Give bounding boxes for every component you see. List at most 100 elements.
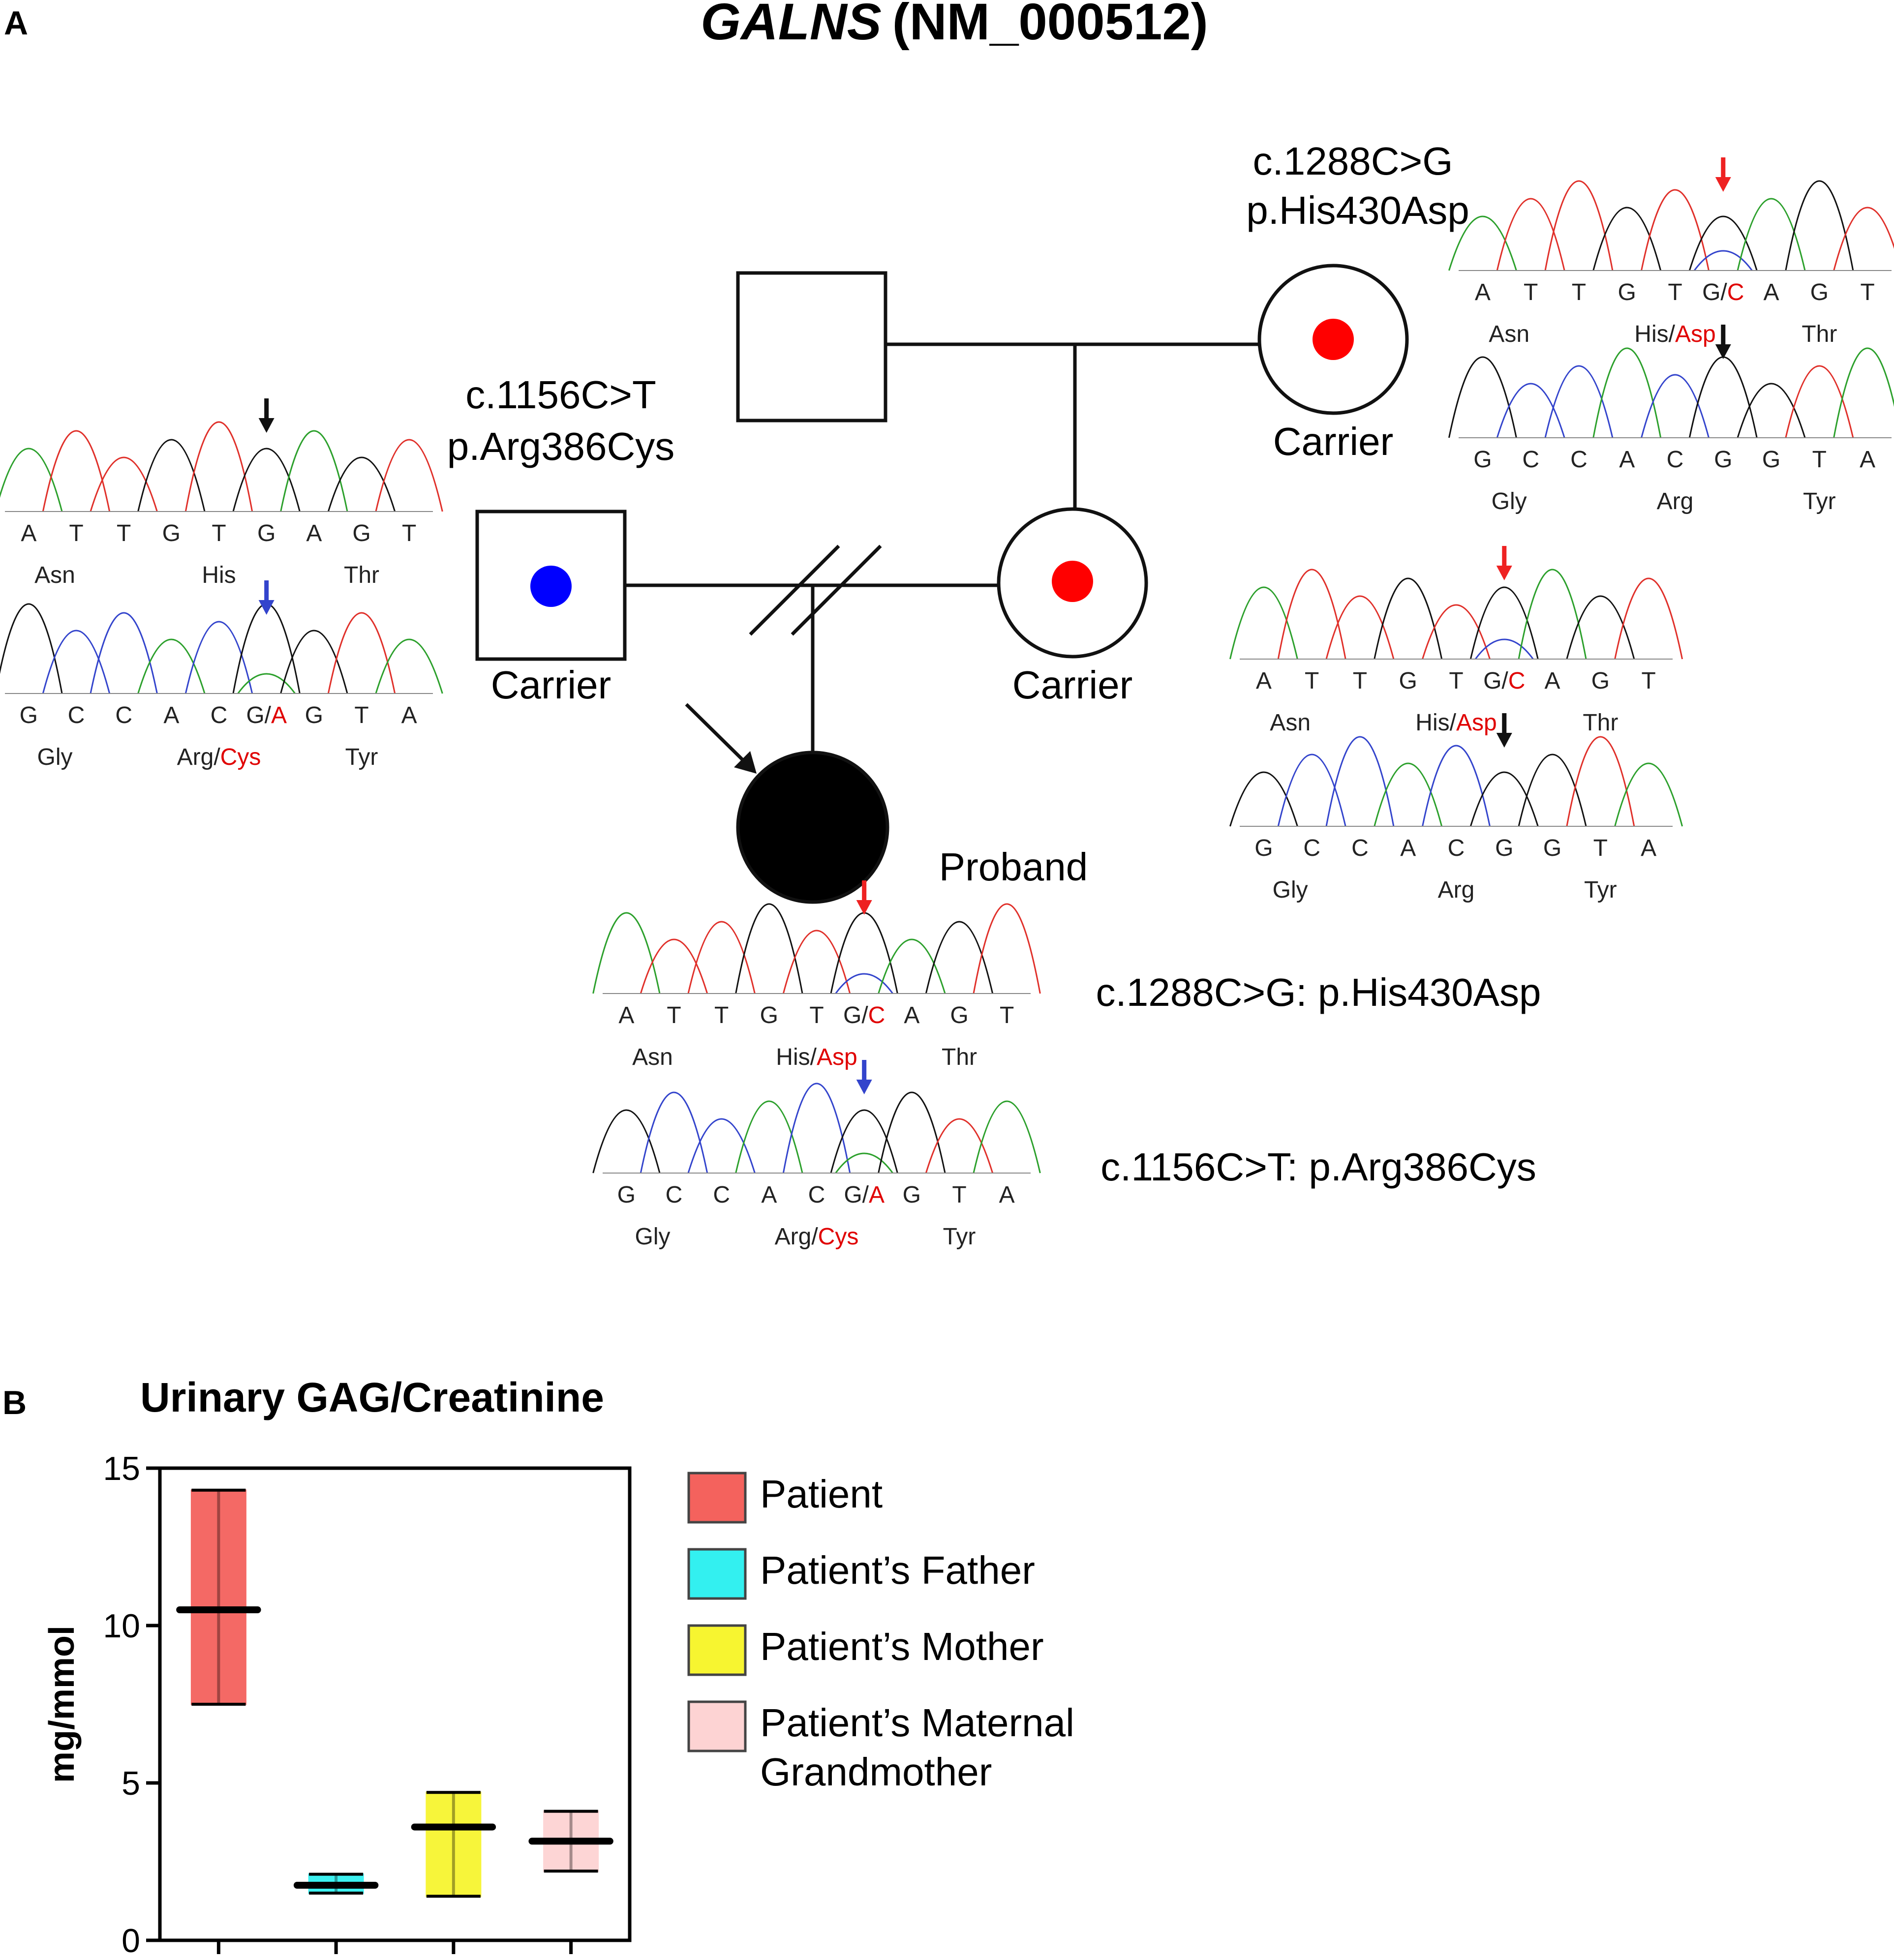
trace-peak bbox=[1641, 189, 1710, 271]
trace-peak bbox=[375, 439, 443, 512]
plot-frame bbox=[158, 1466, 632, 1942]
base-call: G bbox=[257, 520, 275, 546]
base-call: A bbox=[163, 702, 179, 728]
reference-arrow-head bbox=[258, 418, 275, 433]
grandmother-status: Carrier bbox=[1273, 420, 1393, 463]
base-call: T bbox=[809, 1002, 824, 1028]
legend-swatch bbox=[687, 1548, 747, 1600]
base-call: T bbox=[1860, 279, 1874, 305]
base-call: T bbox=[212, 520, 226, 546]
trace-peak bbox=[1592, 207, 1662, 271]
trace-peak bbox=[1229, 586, 1298, 660]
trace-peak bbox=[592, 912, 661, 994]
base-call: G bbox=[1762, 447, 1780, 473]
trace-peak bbox=[592, 1109, 661, 1174]
pedigree bbox=[475, 264, 1409, 904]
panel-a-label: A bbox=[4, 4, 28, 42]
box-2 bbox=[411, 1791, 496, 1954]
trace-peak bbox=[1518, 754, 1587, 827]
panel-b-label: B bbox=[2, 1384, 27, 1421]
box-0 bbox=[176, 1488, 261, 1954]
base-call: A bbox=[1860, 447, 1875, 473]
base-call: G/C bbox=[1483, 668, 1525, 694]
base-call: T bbox=[1000, 1002, 1014, 1028]
y-tick-label: 10 bbox=[103, 1607, 140, 1645]
base-call: A bbox=[999, 1182, 1015, 1208]
trace-peak bbox=[184, 621, 253, 694]
base-call: G bbox=[162, 520, 181, 546]
trace-peak bbox=[735, 1100, 803, 1174]
base-call: G bbox=[903, 1182, 921, 1208]
trace-peak bbox=[1325, 595, 1395, 660]
trace-peak bbox=[232, 448, 301, 512]
base-call: T bbox=[952, 1182, 966, 1208]
trace-peak bbox=[1592, 347, 1662, 438]
base-call: G bbox=[1810, 279, 1829, 305]
reference-arrow-head bbox=[1496, 733, 1512, 748]
legend-label: Patient bbox=[760, 1472, 883, 1516]
trace-peak bbox=[973, 903, 1041, 994]
trace-peak bbox=[327, 612, 396, 694]
codon-label: His/Asp bbox=[1634, 321, 1715, 347]
legend-label: Grandmother bbox=[760, 1750, 992, 1794]
legend-swatch bbox=[687, 1472, 747, 1524]
base-call: T bbox=[1593, 835, 1608, 861]
base-call: C bbox=[666, 1182, 683, 1208]
codon-label: Thr bbox=[1583, 710, 1618, 736]
mother-carrier-dot bbox=[1052, 561, 1093, 602]
base-call: G/A bbox=[246, 702, 287, 728]
grandmother-variant-c: c.1288C>G bbox=[1253, 139, 1453, 183]
base-call: C bbox=[1522, 447, 1539, 473]
trace-peak bbox=[42, 630, 111, 694]
proband-variant-label-2: c.1156C>T: p.Arg386Cys bbox=[1100, 1145, 1536, 1189]
proband-circle bbox=[736, 751, 889, 904]
base-call: T bbox=[667, 1002, 681, 1028]
codon-label: Gly bbox=[37, 744, 73, 770]
trace-peak bbox=[1641, 374, 1710, 438]
codon-label: Tyr bbox=[345, 744, 378, 770]
base-call: A bbox=[618, 1002, 634, 1028]
base-call: G bbox=[1495, 835, 1513, 861]
father-variant-p: p.Arg386Cys bbox=[447, 424, 674, 468]
base-call: G bbox=[760, 1002, 778, 1028]
codon-label: Arg/Cys bbox=[775, 1224, 859, 1250]
codon-label: Tyr bbox=[943, 1224, 976, 1250]
y-tick-label: 5 bbox=[122, 1765, 140, 1802]
mutation-arrow-head bbox=[856, 1080, 872, 1094]
codon-label: Arg/Cys bbox=[177, 744, 261, 770]
base-call: A bbox=[1764, 279, 1779, 305]
trace-peak bbox=[1422, 745, 1491, 827]
trace-peak bbox=[1833, 347, 1894, 438]
panel-a-title: GALNS(NM_000512) bbox=[701, 0, 1208, 51]
trace-peak bbox=[137, 439, 206, 512]
trace-peak bbox=[1614, 577, 1683, 660]
legend-label: Patient’s Father bbox=[760, 1548, 1035, 1592]
codon-label: Gly bbox=[1492, 488, 1527, 514]
trace-peak bbox=[782, 1083, 851, 1174]
codon-label: Thr bbox=[1802, 321, 1837, 347]
base-call: T bbox=[402, 520, 416, 546]
trace-peak bbox=[1277, 569, 1346, 660]
codon-label: Asn bbox=[34, 562, 75, 588]
trace-peak bbox=[0, 448, 63, 512]
trace-peak bbox=[1614, 762, 1683, 827]
base-call: A bbox=[401, 702, 417, 728]
base-call: T bbox=[354, 702, 368, 728]
codon-label: His bbox=[202, 562, 236, 588]
proband-variant-label-1: c.1288C>G: p.His430Asp bbox=[1096, 970, 1541, 1014]
base-call: T bbox=[1812, 447, 1827, 473]
trace-peak-secondary bbox=[1693, 250, 1753, 271]
base-call: G bbox=[950, 1002, 968, 1028]
codon-label: Thr bbox=[942, 1044, 977, 1070]
y-tick-label: 15 bbox=[103, 1450, 140, 1487]
trace-peak bbox=[1277, 754, 1346, 827]
base-call: T bbox=[69, 520, 83, 546]
trace-peak bbox=[925, 921, 994, 994]
trace-peak bbox=[0, 603, 63, 694]
